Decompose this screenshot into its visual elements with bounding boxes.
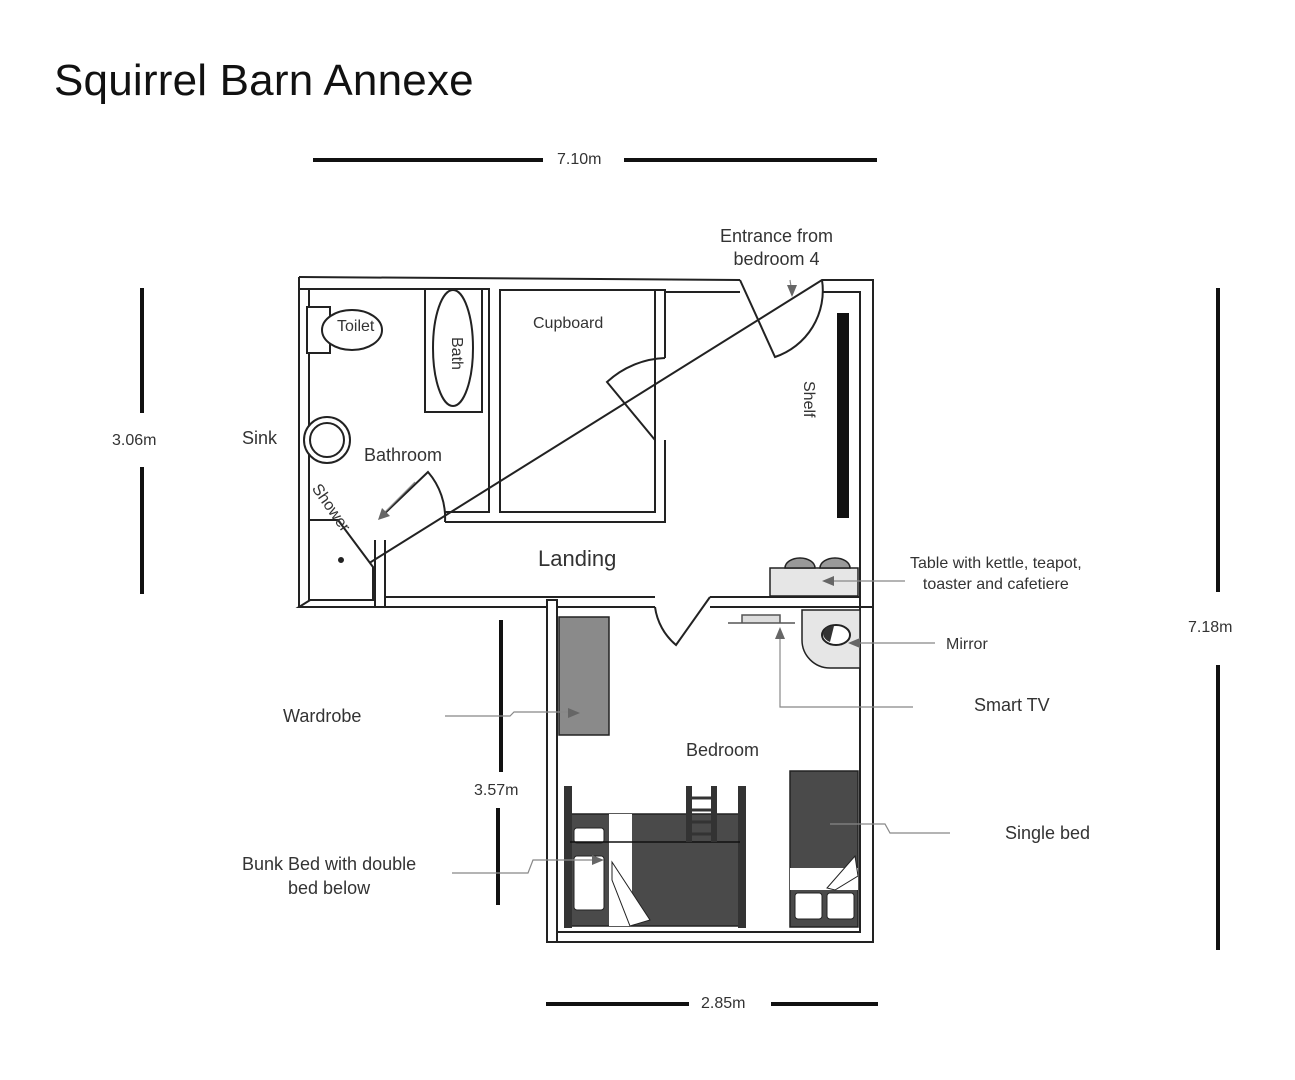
shelf bbox=[837, 313, 849, 518]
label-toilet: Toilet bbox=[337, 318, 375, 335]
callout-single-bed: Single bed bbox=[1005, 823, 1091, 843]
bedroom-door bbox=[654, 596, 711, 647]
wardrobe bbox=[558, 616, 610, 736]
label-shelf: Shelf bbox=[800, 381, 817, 418]
dim-bedroom-height: 3.57m bbox=[474, 782, 519, 799]
bathroom-door bbox=[382, 470, 447, 523]
tv-mirror bbox=[728, 609, 861, 669]
entrance-door bbox=[739, 279, 824, 359]
dim-left-height: 3.06m bbox=[112, 432, 157, 449]
bunk-bed bbox=[564, 786, 746, 928]
leader-lines bbox=[379, 279, 950, 874]
label-bath: Bath bbox=[448, 337, 465, 370]
doors bbox=[382, 279, 824, 647]
room-bathroom: Bathroom bbox=[364, 445, 443, 465]
label-sink: Sink bbox=[242, 428, 278, 448]
callout-bunk-bed: Bunk Bed with double bed below bbox=[242, 854, 417, 898]
room-cupboard: Cupboard bbox=[533, 315, 604, 332]
callout-smart-tv: Smart TV bbox=[974, 695, 1050, 715]
dim-bottom-width: 2.85m bbox=[701, 995, 746, 1012]
plan-title: Squirrel Barn Annexe bbox=[54, 56, 474, 105]
dimension-lines bbox=[140, 158, 1220, 1006]
bathroom-fixtures bbox=[303, 288, 483, 601]
callout-wardrobe: Wardrobe bbox=[283, 706, 362, 726]
room-landing: Landing bbox=[538, 546, 617, 571]
kettle-table bbox=[769, 557, 859, 597]
walls bbox=[295, 276, 874, 943]
arrowheads bbox=[378, 285, 860, 865]
dim-right-height: 7.18m bbox=[1188, 619, 1233, 636]
room-bedroom: Bedroom bbox=[686, 740, 760, 760]
cupboard-door bbox=[605, 357, 666, 441]
single-bed bbox=[789, 770, 859, 928]
callout-mirror: Mirror bbox=[946, 636, 988, 653]
toilet-bowl bbox=[321, 309, 383, 351]
dim-top-width: 7.10m bbox=[557, 151, 602, 168]
callout-entrance: Entrance from bedroom 4 bbox=[720, 226, 834, 269]
bath-basin bbox=[432, 289, 474, 407]
callout-table: Table with kettle, teapot, toaster and c… bbox=[910, 555, 1082, 593]
